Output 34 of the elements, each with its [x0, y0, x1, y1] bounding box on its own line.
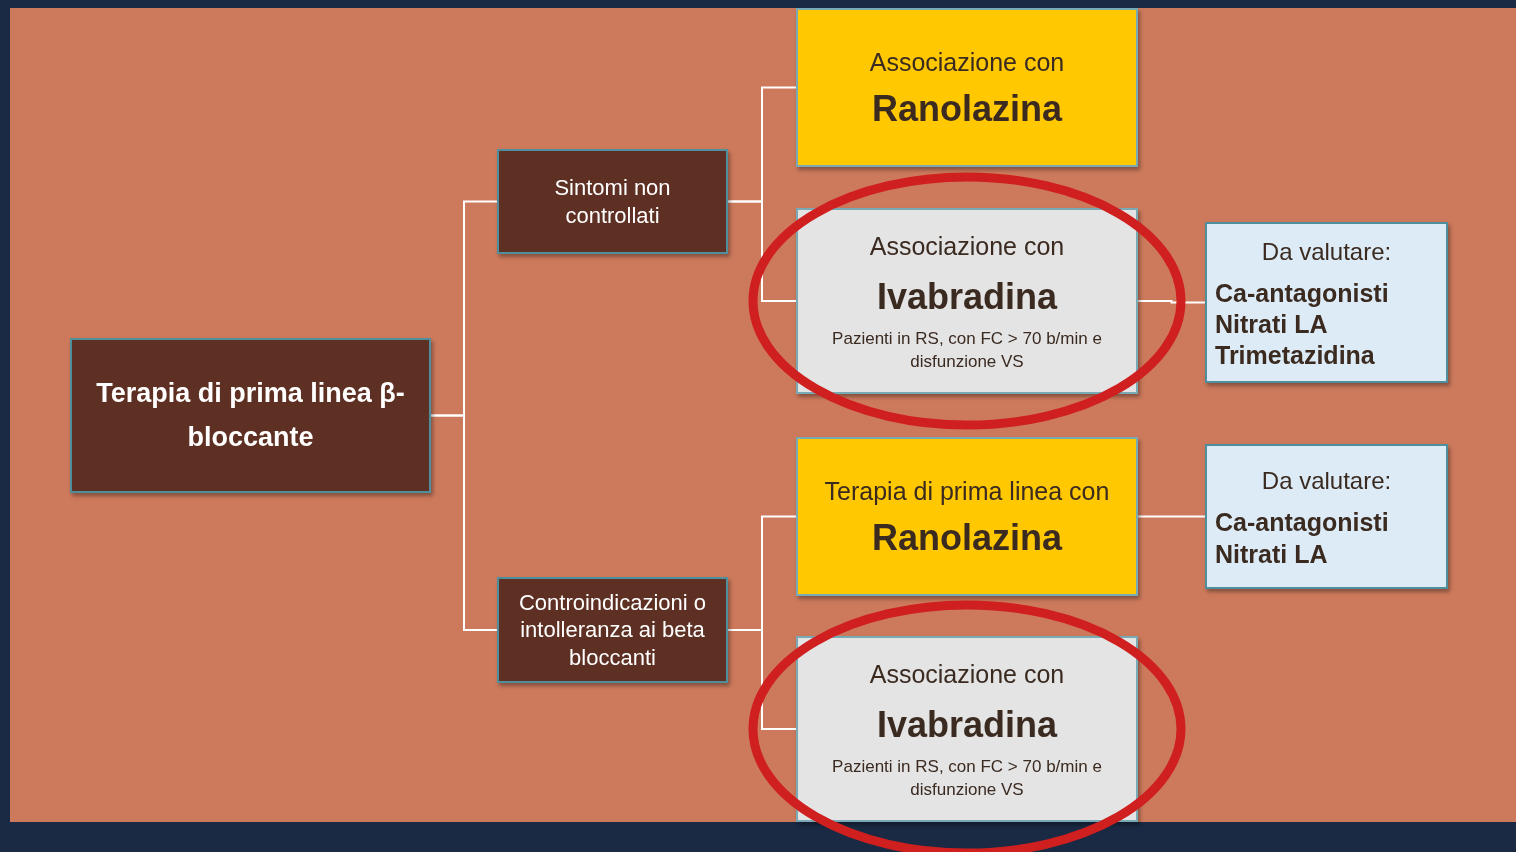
box-text: Sintomi non controllati — [553, 174, 672, 229]
process-box — [796, 437, 1138, 596]
box-subtitle: Da valutare: — [1261, 236, 1392, 267]
criteria-text: Pazienti in RS, con FC > 70 b/min e disfunzione VS — [831, 755, 1103, 802]
box-text: Controindicazioni o intolleranza ai beta bloccanti — [517, 588, 708, 672]
option-item: Trimetazidina — [1215, 340, 1375, 372]
process-box — [1205, 444, 1448, 589]
drug-name: Ivabradina — [876, 702, 1058, 747]
box-subtitle: Terapia di prima linea con — [824, 476, 1110, 508]
process-box — [497, 577, 728, 683]
box-subtitle: Da valutare: — [1261, 466, 1392, 497]
drug-name: Ranolazina — [871, 515, 1062, 560]
option-item: Nitrati LA — [1215, 538, 1328, 570]
process-box — [796, 636, 1138, 822]
box-subtitle: Associazione con — [869, 47, 1065, 79]
process-box — [796, 8, 1138, 167]
box-title: Terapia di prima linea β-bloccante — [95, 377, 406, 454]
box-subtitle: Associazione con — [869, 659, 1065, 691]
drug-name: Ivabradina — [876, 274, 1058, 319]
process-box — [796, 208, 1138, 394]
option-item: Ca-antagonisti — [1215, 507, 1389, 539]
option-item: Ca-antagonisti — [1215, 277, 1389, 309]
connector-line — [727, 629, 797, 730]
criteria-text: Pazienti in RS, con FC > 70 b/min e disfunzione VS — [831, 327, 1103, 374]
drug-name: Ranolazina — [871, 86, 1062, 131]
connector-line — [1137, 300, 1206, 304]
process-box — [497, 149, 728, 254]
option-item: Nitrati LA — [1215, 308, 1328, 340]
process-box — [70, 338, 431, 493]
connector-line — [430, 414, 498, 631]
box-subtitle: Associazione con — [869, 231, 1065, 263]
connector-line — [727, 200, 797, 302]
process-box — [1205, 222, 1448, 383]
connector-line — [1137, 515, 1206, 518]
